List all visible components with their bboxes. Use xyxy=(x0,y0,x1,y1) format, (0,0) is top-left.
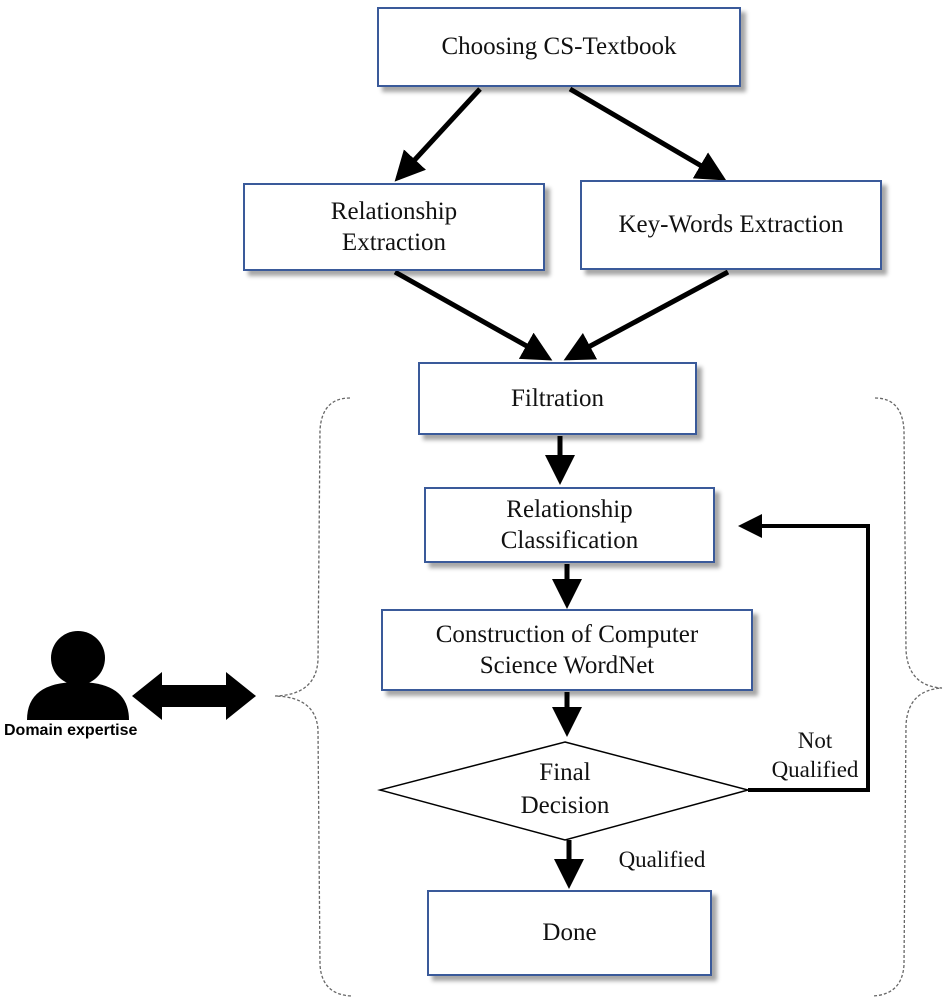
double-arrow xyxy=(132,672,256,720)
arrow-choosing-to-keywords-extraction xyxy=(568,86,727,181)
not-qualified-label: Not Qualified xyxy=(771,728,859,782)
person-icon xyxy=(27,631,129,720)
arrow-choosing-to-relationship-extraction xyxy=(394,87,482,182)
arrow-relationship-extraction-to-filtration xyxy=(393,269,553,361)
final-decision-diamond xyxy=(377,741,751,841)
done-box: Done xyxy=(427,890,712,976)
domain-expertise-caption: Domain expertise xyxy=(4,722,138,739)
arrow-keywords-extraction-to-filtration xyxy=(563,269,730,361)
relationship-extraction-box: Relationship Extraction xyxy=(243,183,545,271)
choosing-cs-textbook-box: Choosing CS-Textbook xyxy=(377,7,741,87)
right-brace xyxy=(871,397,943,997)
relationship-classification-box: Relationship Classification xyxy=(424,487,715,563)
final-decision-label: Final Decision xyxy=(520,759,610,819)
qualified-label: Qualified xyxy=(618,847,706,872)
arrow-not-qualified-loop xyxy=(738,514,870,792)
keywords-extraction-box: Key-Words Extraction xyxy=(580,180,882,270)
left-brace xyxy=(274,397,353,997)
construction-box: Construction of Computer Science WordNet xyxy=(381,609,753,691)
filtration-box: Filtration xyxy=(418,362,697,435)
